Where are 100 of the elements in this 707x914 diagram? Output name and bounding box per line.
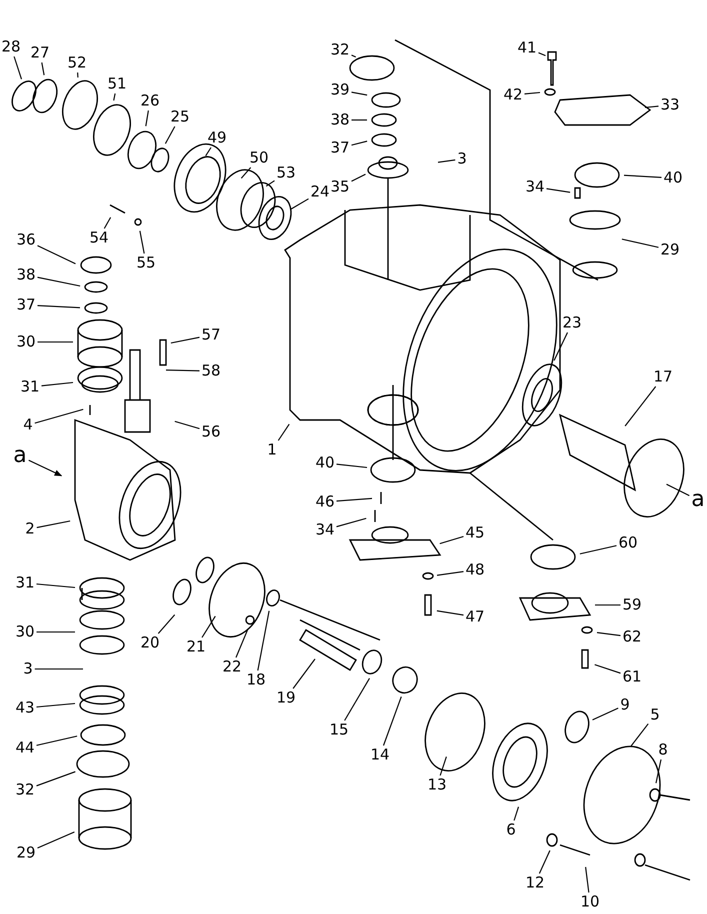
leader-line [436, 571, 464, 576]
leader-line [538, 850, 550, 874]
callout-number: 6 [505, 822, 517, 838]
leader-line [41, 62, 45, 76]
callout-number: 37 [15, 296, 37, 314]
leader-line [36, 583, 76, 588]
callout-number: 32 [329, 42, 351, 58]
callout-number: 34 [524, 178, 546, 196]
leader-line [336, 498, 372, 502]
leader-line [655, 759, 662, 784]
callout-number: 36 [15, 232, 37, 248]
callout-number: 60 [617, 534, 639, 552]
callout-number: 25 [169, 108, 191, 126]
leader-line [158, 614, 176, 634]
leader-line [351, 140, 368, 146]
callout-number: 34 [314, 522, 336, 538]
leader-line [34, 668, 83, 670]
leader-line [257, 610, 270, 671]
leader-line [624, 386, 656, 426]
leader-line [170, 336, 200, 344]
callout-number: 28 [0, 38, 22, 56]
callout-number: a [690, 489, 706, 511]
leader-line [37, 305, 80, 308]
callout-number: 24 [309, 184, 331, 200]
leader-line [344, 678, 370, 721]
callout-number: a [12, 445, 28, 467]
callout-number: 56 [200, 424, 222, 440]
leader-line [36, 702, 76, 708]
leader-line [336, 518, 366, 528]
callout-number: 45 [464, 524, 486, 542]
leader-line [351, 174, 366, 182]
leader-line [438, 159, 456, 163]
callout-number: 29 [15, 844, 37, 862]
callout-number: 15 [328, 722, 350, 738]
callout-number: 42 [502, 86, 524, 104]
callout-number: 59 [621, 596, 643, 614]
leader-line [382, 696, 402, 746]
leader-line [36, 771, 76, 786]
callout-number: 48 [464, 562, 486, 578]
leader-line [352, 119, 367, 121]
callout-number: 47 [464, 608, 486, 626]
callout-number: 55 [135, 254, 157, 272]
callout-number: 12 [524, 874, 546, 892]
leader-line [164, 126, 176, 144]
leader-line [290, 198, 309, 210]
leader-line [292, 658, 316, 689]
callout-number: 50 [248, 150, 270, 166]
callout-number: 52 [66, 54, 88, 72]
leader-line [440, 536, 464, 544]
leader-line [630, 723, 649, 746]
leader-line [554, 332, 568, 361]
callout-number: 38 [15, 266, 37, 284]
leader-line [139, 230, 145, 254]
callout-number: 26 [139, 92, 161, 110]
callout-number: 30 [14, 624, 36, 640]
leader-line [666, 484, 690, 496]
leader-line [524, 92, 540, 94]
callout-number: 29 [659, 242, 681, 258]
callout-number: 27 [29, 44, 51, 62]
leader-line [174, 420, 200, 430]
callout-number: 43 [14, 700, 36, 716]
callout-number: 2 [24, 520, 36, 538]
callout-number: 13 [426, 776, 448, 794]
leader-line [36, 736, 78, 746]
leader-line [145, 110, 149, 126]
leader-line [585, 866, 590, 893]
callout-number: 31 [14, 574, 36, 592]
leader-line [336, 464, 368, 468]
leader-line [644, 106, 659, 108]
callout-number: 4 [22, 416, 34, 434]
callout-number: 39 [329, 82, 351, 98]
callout-number: 54 [88, 230, 110, 246]
callout-number: 57 [200, 326, 222, 344]
leader-line [14, 56, 22, 80]
leader-line [596, 632, 621, 636]
leader-line [37, 832, 75, 848]
callout-number: 46 [314, 494, 336, 510]
callout-number: 58 [200, 362, 222, 380]
leader-line [538, 52, 546, 56]
leader-line [351, 54, 356, 58]
callout-number: 19 [275, 690, 297, 706]
callout-number: 1 [266, 442, 278, 458]
leader-line [41, 382, 74, 386]
callout-number: 21 [185, 638, 207, 656]
leader-line [278, 424, 290, 441]
leader-line [104, 217, 112, 229]
callout-number: 53 [275, 164, 297, 182]
callout-number: 20 [139, 634, 161, 652]
callout-number: 5 [649, 706, 661, 724]
callout-number: 18 [245, 672, 267, 688]
callout-number: 40 [662, 170, 684, 186]
leader-line [166, 370, 200, 372]
callout-number: 37 [329, 140, 351, 156]
callout-number: 38 [329, 112, 351, 128]
leader-line [266, 180, 275, 187]
leader-line [436, 610, 464, 616]
callout-number: 14 [369, 746, 391, 764]
callout-number: 51 [106, 76, 128, 92]
callout-number: 62 [621, 628, 643, 646]
leader-line [514, 806, 520, 821]
